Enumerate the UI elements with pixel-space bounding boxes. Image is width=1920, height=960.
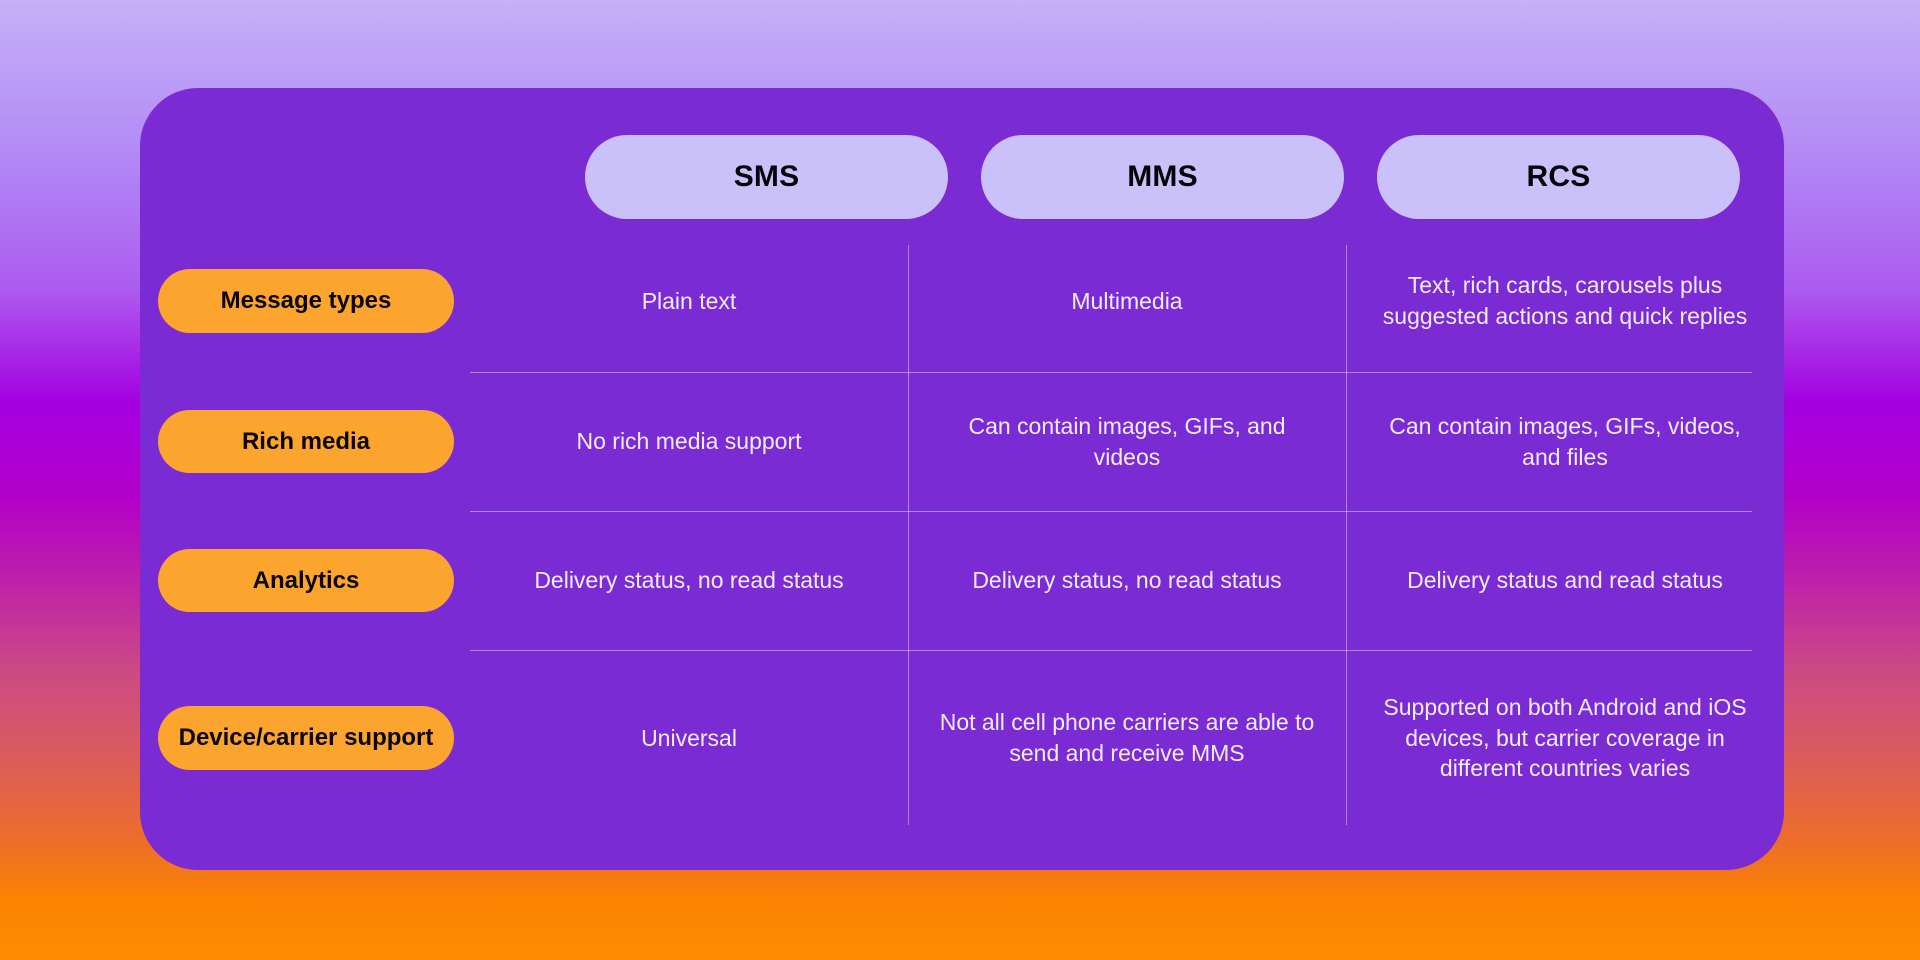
cell-text: Delivery status, no read status <box>534 567 844 594</box>
row-label-text: Message types <box>220 287 392 315</box>
column-divider-1 <box>908 245 909 825</box>
table-row: Message types Plain text Multimedia Text… <box>140 230 1784 372</box>
column-header-mms-label: MMS <box>1127 160 1198 193</box>
cell-device-carrier-rcs: Supported on both Android and iOS device… <box>1346 650 1784 826</box>
row-label-cell: Rich media <box>140 372 470 511</box>
cell-text: Plain text <box>641 287 737 314</box>
cell-message-types-mms: Multimedia <box>908 230 1346 372</box>
cell-text: Can contain images, GIFs, videos, and fi… <box>1389 412 1741 470</box>
row-label-rich-media[interactable]: Rich media <box>158 409 454 474</box>
column-header-rcs-label: RCS <box>1526 160 1591 193</box>
cell-analytics-rcs: Delivery status and read status <box>1346 511 1784 650</box>
comparison-card: SMS MMS RCS Message types Plain text <box>140 88 1784 870</box>
cell-rich-media-mms: Can contain images, GIFs, and videos <box>908 372 1346 511</box>
column-header-rcs[interactable]: RCS <box>1377 135 1740 219</box>
cell-text: Universal <box>641 724 737 751</box>
row-label-device-carrier-support[interactable]: Device/carrier support <box>158 706 454 770</box>
cell-text: Delivery status and read status <box>1407 567 1723 594</box>
row-label-cell: Message types <box>140 230 470 372</box>
cell-text: Supported on both Android and iOS device… <box>1383 694 1747 782</box>
cell-rich-media-rcs: Can contain images, GIFs, videos, and fi… <box>1346 372 1784 511</box>
cell-device-carrier-mms: Not all cell phone carriers are able to … <box>908 650 1346 826</box>
cell-text: Can contain images, GIFs, and videos <box>968 412 1286 470</box>
comparison-grid: Message types Plain text Multimedia Text… <box>140 230 1784 870</box>
table-row: Device/carrier support Universal Not all… <box>140 650 1784 826</box>
column-divider-2 <box>1346 245 1347 825</box>
row-label-text: Analytics <box>252 566 360 594</box>
cell-text: Delivery status, no read status <box>972 567 1282 594</box>
cell-text: Multimedia <box>1071 287 1183 314</box>
row-label-cell: Analytics <box>140 511 470 650</box>
row-label-message-types[interactable]: Message types <box>158 269 454 333</box>
cell-text: No rich media support <box>576 428 802 455</box>
cell-device-carrier-sms: Universal <box>470 650 908 826</box>
table-row: Analytics Delivery status, no read statu… <box>140 511 1784 650</box>
cell-message-types-rcs: Text, rich cards, carousels plus suggest… <box>1346 230 1784 372</box>
column-header-sms-label: SMS <box>733 160 800 193</box>
row-label-text: Rich media <box>241 427 371 455</box>
cell-analytics-sms: Delivery status, no read status <box>470 511 908 650</box>
row-label-cell: Device/carrier support <box>140 650 470 826</box>
cell-rich-media-sms: No rich media support <box>470 372 908 511</box>
table-row: Rich media No rich media support Can con… <box>140 372 1784 511</box>
cell-text: Not all cell phone carriers are able to … <box>939 709 1315 766</box>
column-header-sms[interactable]: SMS <box>585 135 948 219</box>
cell-text: Text, rich cards, carousels plus suggest… <box>1382 272 1748 329</box>
cell-message-types-sms: Plain text <box>470 230 908 372</box>
row-label-text: Device/carrier support <box>178 724 434 752</box>
column-header-row: SMS MMS RCS <box>585 135 1740 219</box>
row-label-analytics[interactable]: Analytics <box>158 548 454 613</box>
column-header-mms[interactable]: MMS <box>981 135 1344 219</box>
cell-analytics-mms: Delivery status, no read status <box>908 511 1346 650</box>
